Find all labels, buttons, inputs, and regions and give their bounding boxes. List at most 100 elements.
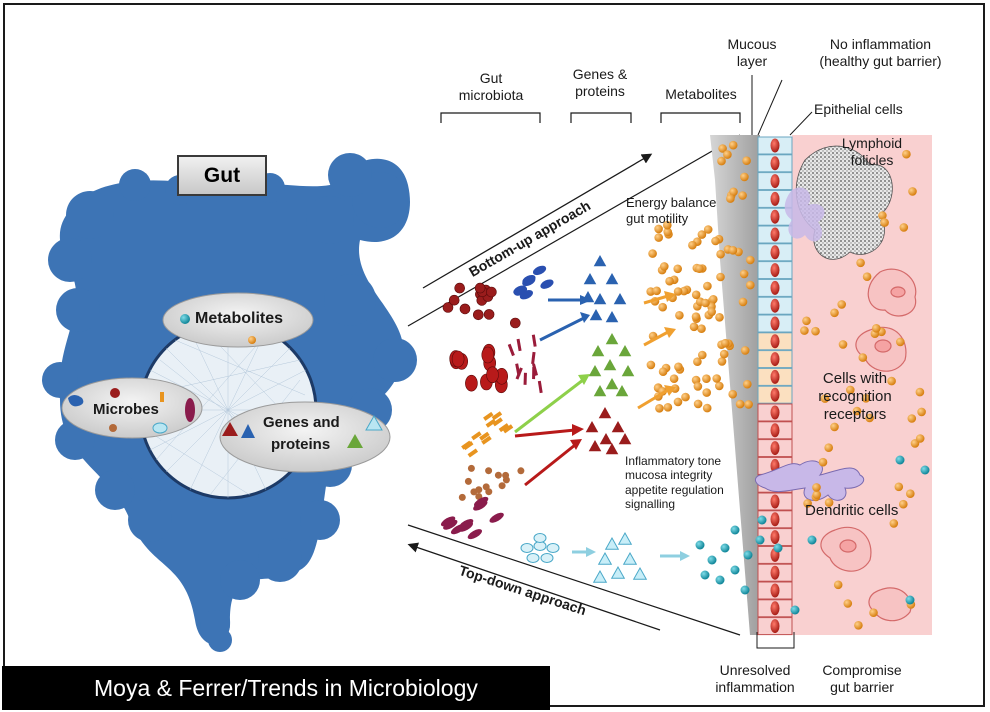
genes-blob [219, 401, 391, 473]
protein-triangle [599, 433, 613, 445]
metabolite-particle [803, 499, 812, 508]
protein-triangle [605, 311, 619, 323]
cell-nucleus [770, 174, 780, 189]
protein-triangle [605, 273, 619, 285]
protein-triangle [613, 293, 627, 305]
gene-green-icon [347, 434, 363, 448]
metabolite-particle [820, 394, 830, 403]
teal-particle [920, 465, 930, 475]
teal-particle [757, 515, 767, 525]
metabolite-particle [709, 295, 718, 304]
metabolite-particle [648, 249, 657, 258]
metabolite-particle [646, 360, 656, 370]
microbe-rod [537, 380, 543, 394]
metabolite-particle [744, 400, 753, 409]
protein-triangle [593, 255, 607, 267]
metabolite-orange-icon [248, 336, 256, 344]
microbe-purple [489, 512, 504, 523]
metabolite-particle [673, 287, 683, 296]
microbe-rod [532, 363, 539, 376]
epithelial-cells-label: Epithelial cells [814, 101, 903, 117]
microbe-brown [502, 476, 510, 484]
unresolved-inflammation-label: Unresolved inflammation [715, 662, 795, 695]
metabolite-particle [703, 225, 713, 234]
metabolite-particle [838, 340, 848, 349]
teal-metabolite-particles [695, 455, 930, 615]
microbe-brown [475, 486, 483, 494]
metabolite-particle [872, 324, 881, 333]
teal-particle [730, 525, 740, 535]
protein-triangle [588, 365, 602, 377]
metabolite-particle [693, 357, 702, 367]
metabolites-blob [162, 292, 314, 348]
gut-title: Gut [177, 155, 267, 196]
metabolite-particle [695, 264, 704, 274]
microbe-coccus [442, 302, 454, 313]
metabolite-particle [837, 300, 846, 309]
gene-cyan-icon [365, 414, 383, 431]
microbe-orange-rod [491, 411, 503, 421]
metabolite-particle [702, 388, 711, 397]
metabolite-particle [701, 298, 710, 308]
cell-nucleus [770, 191, 780, 206]
metabolite-particle [746, 255, 755, 265]
microbe-orange-icon [160, 392, 164, 402]
protein-triangle [588, 440, 602, 452]
cell-nucleus [770, 601, 780, 616]
cell-nucleus [770, 280, 780, 295]
teal-particle [895, 455, 905, 465]
metabolite-particle [862, 272, 872, 282]
metabolite-particle [693, 382, 703, 391]
metabolite-particle [818, 457, 828, 467]
metabolite-particle [800, 326, 809, 335]
cell-nucleus [770, 512, 780, 527]
cell-nucleus [770, 494, 780, 509]
microbe-purple [440, 516, 456, 527]
microbe-lightblue [546, 543, 560, 553]
microbe-rod [507, 343, 515, 357]
teal-particle [905, 595, 915, 605]
metabolites-blob-label: Metabolites [195, 310, 284, 327]
flow-arrows [514, 291, 690, 561]
teal-particle [755, 535, 765, 545]
protein-triangle [632, 566, 648, 580]
microbe-lightblue [520, 543, 534, 553]
metabolite-particle [674, 362, 683, 372]
metabolite-particle [681, 392, 690, 402]
cell-nucleus [770, 316, 780, 331]
protein-triangles [581, 255, 648, 583]
no-inflammation-label: No inflammation (healthy gut barrier) [819, 36, 942, 69]
microbe-coccus [454, 282, 466, 294]
metabolite-particle [660, 262, 669, 271]
protein-triangle [610, 565, 626, 579]
metabolite-particle [743, 379, 752, 389]
cell-nucleus [770, 441, 780, 456]
microbe-brown [458, 493, 466, 501]
microbes-blob-label: Microbes [93, 401, 159, 418]
microbe-orange-rod [492, 417, 503, 427]
cell-nucleus [770, 209, 780, 224]
microbe-brown [467, 464, 475, 472]
metabolite-particle [675, 311, 684, 320]
gene-red-icon [222, 422, 238, 436]
protein-triangle [621, 365, 635, 377]
teal-particle [730, 565, 740, 575]
top-down-arrow [407, 542, 661, 631]
teal-particle [700, 570, 710, 580]
metabolite-particle [691, 290, 701, 300]
metabolite-particle [869, 608, 878, 617]
metabolite-particle [906, 489, 915, 499]
metabolite-particle [865, 413, 874, 423]
protein-triangle [605, 378, 619, 390]
metabolite-particle [693, 399, 703, 409]
cell-nucleus [770, 530, 780, 545]
metabolite-particle [728, 246, 738, 255]
metabolite-particle [739, 269, 749, 279]
inflammatory-tone-label: Inflammatory tone mucosa integrity appet… [625, 454, 724, 512]
metabolite-particle [833, 580, 843, 590]
metabolite-particle [899, 223, 909, 232]
metabolite-particle [824, 443, 833, 453]
protein-triangle [605, 443, 619, 455]
metabolite-particle [691, 312, 701, 322]
